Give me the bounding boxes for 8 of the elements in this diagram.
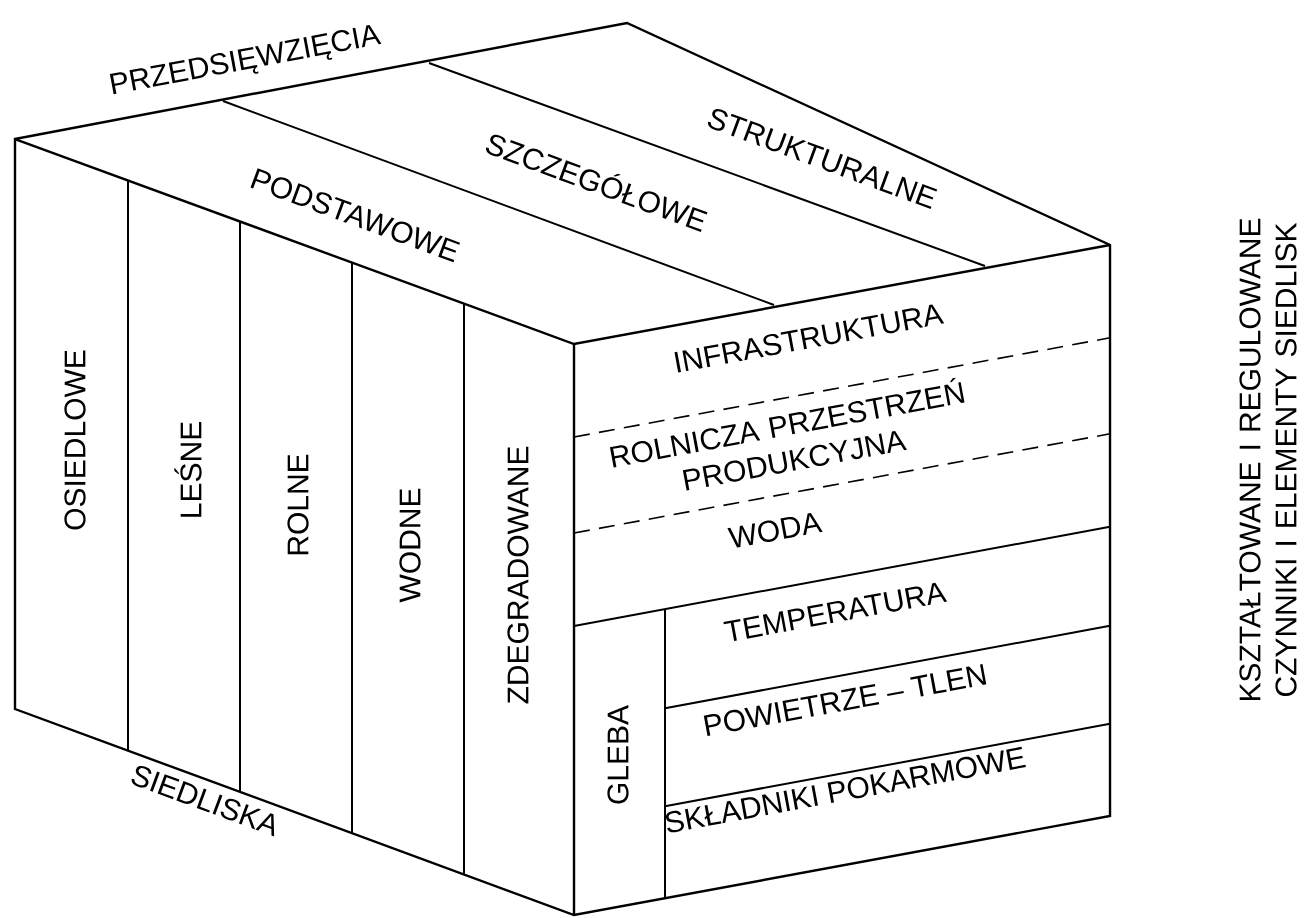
strip-label: OSIEDLOWE [64,350,86,530]
strip-label: WODA [727,512,823,548]
strip-label: WODNE [399,488,421,603]
strip-label: ZDEGRADOWANE [507,446,529,704]
face-label: KSZTAŁTOWANE I REGULOWANE CZYNNIKI I ELEMENTY SIEDLISK [1239,218,1297,701]
strip-label: LEŚNE [174,422,202,517]
strip-label: GLEBA [607,705,629,804]
strip-label: ROLNE [287,454,309,555]
